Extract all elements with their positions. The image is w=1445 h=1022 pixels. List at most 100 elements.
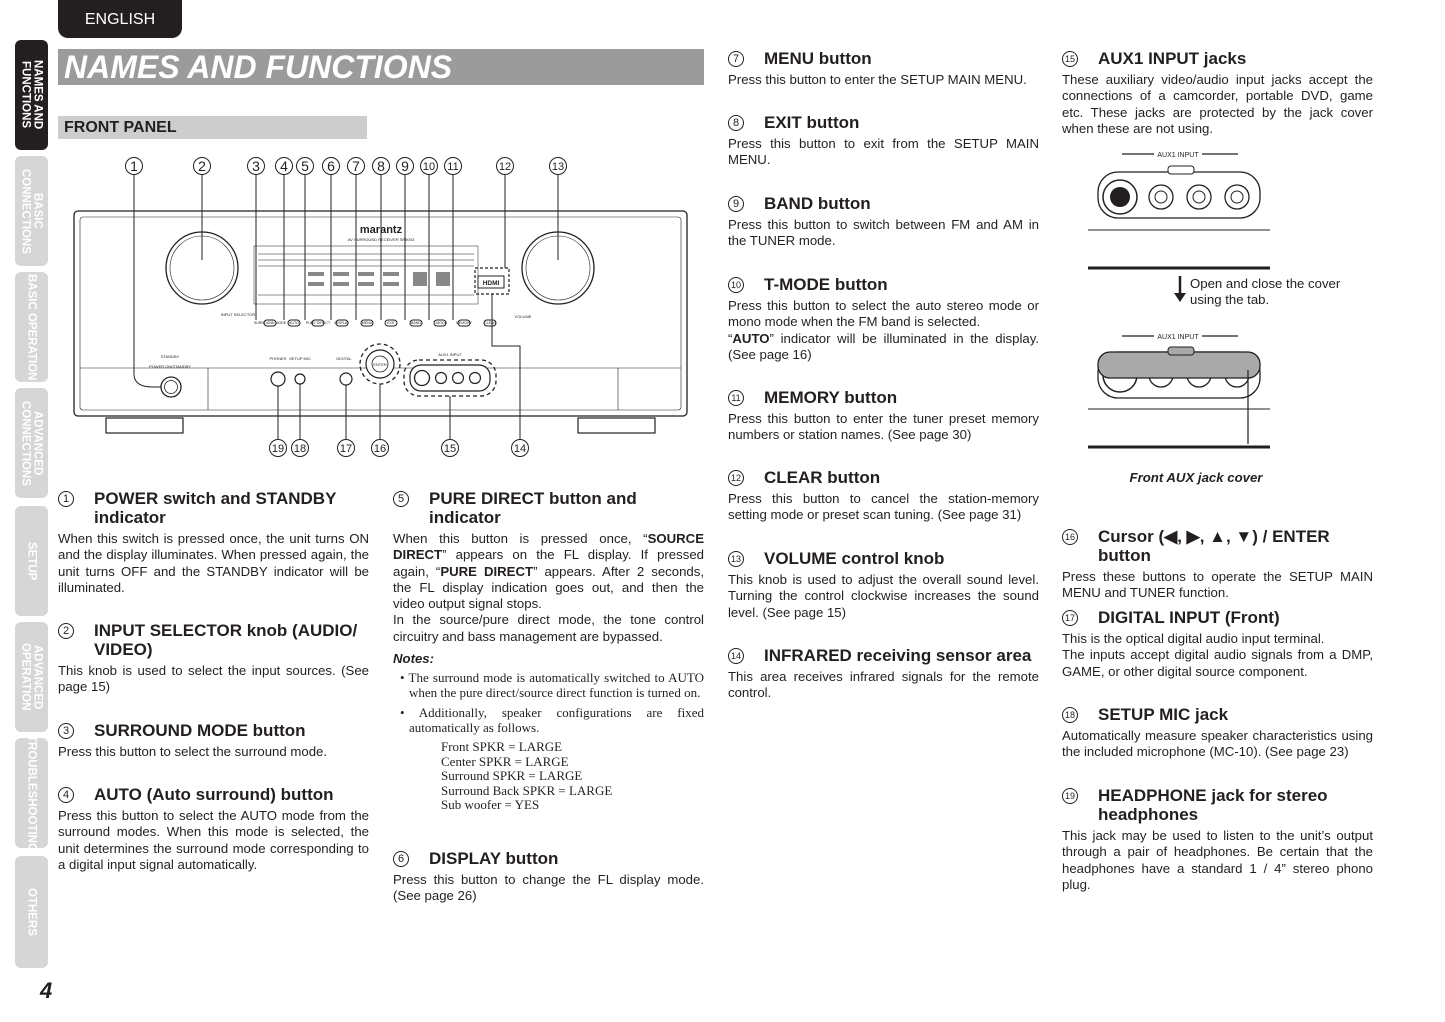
- item-body: Press these buttons to operate the SETUP…: [1062, 569, 1373, 601]
- svg-text:AUTO: AUTO: [289, 321, 299, 325]
- tab-basic-connections[interactable]: BASIC CONNECTIONS: [15, 156, 48, 266]
- callout-2: 2: [193, 157, 211, 175]
- item-body: Press this button to switch between FM a…: [728, 217, 1039, 249]
- item-memory-button: 11 MEMORY button Press this button to en…: [728, 388, 1039, 444]
- item-body: Press this button to select the auto ste…: [728, 298, 1039, 330]
- page-title-bar: NAMES AND FUNCTIONS: [58, 49, 704, 85]
- item-body: Press this button to exit from the SETUP…: [728, 136, 1039, 168]
- item-title: PURE DIRECT button and indicator: [429, 489, 637, 527]
- tab-label: ADVANCED CONNECTIONS: [19, 400, 44, 486]
- language-tab: ENGLISH: [58, 0, 182, 38]
- svg-text:5: 5: [301, 158, 309, 174]
- item-cursor-enter: 16 Cursor (◀, ▶, ▲, ▼) / ENTER button Pr…: [1062, 527, 1373, 602]
- item-power-switch: 1 POWER switch and STANDBY indicator Whe…: [58, 489, 369, 596]
- item-title: SETUP MIC jack: [1098, 705, 1229, 724]
- item-number: 9: [728, 196, 744, 212]
- setup-mic-jack: [294, 373, 306, 385]
- item-input-selector: 2 INPUT SELECTOR knob (AUDIO/ VIDEO) Thi…: [58, 621, 369, 696]
- item-number: 17: [1062, 610, 1078, 626]
- callout-5: 5: [296, 157, 314, 175]
- item-number: 2: [58, 623, 74, 639]
- item-body-2: “AUTO” indicator will be illuminated in …: [728, 330, 1039, 362]
- item-t-mode-button: 10 T-MODE button Press this button to se…: [728, 275, 1039, 363]
- item-body: This is the optical digital audio input …: [1062, 631, 1325, 646]
- svg-text:AUX1 INPUT: AUX1 INPUT: [438, 352, 462, 357]
- svg-text:4: 4: [280, 158, 288, 174]
- svg-text:VOLUME: VOLUME: [515, 314, 532, 319]
- foot-left: [105, 417, 184, 434]
- power-button: [160, 376, 182, 398]
- item-title: SURROUND MODE button: [94, 721, 306, 740]
- svg-text:CLEAR: CLEAR: [484, 321, 496, 325]
- foot-right: [577, 417, 656, 434]
- tab-advanced-operation[interactable]: ADVANCED OPERATION: [15, 622, 48, 732]
- svg-text:9: 9: [401, 158, 409, 174]
- item-number: 15: [1062, 51, 1078, 67]
- tab-troubleshooting[interactable]: TROUBLESHOOTING: [15, 735, 48, 851]
- tab-setup[interactable]: SETUP: [15, 506, 48, 616]
- svg-text:7: 7: [352, 158, 360, 174]
- item-volume-knob: 13 VOLUME control knob This knob is used…: [728, 549, 1039, 621]
- item-title: INFRARED receiving sensor area: [764, 646, 1032, 665]
- svg-text:POWER ON/STANDBY: POWER ON/STANDBY: [149, 364, 191, 369]
- svg-text:12: 12: [499, 161, 511, 173]
- aux-input-outline: [403, 359, 497, 397]
- item-body: This jack may be used to listen to the u…: [1062, 828, 1373, 892]
- tab-advanced-connections[interactable]: ADVANCED CONNECTIONS: [15, 388, 48, 498]
- item-band-button: 9 BAND button Press this button to switc…: [728, 194, 1039, 250]
- note-1: • The surround mode is automatically swi…: [400, 670, 704, 701]
- svg-text:3: 3: [252, 158, 260, 174]
- aux-cover-figure: AUX1 INPUT AUX1 INPUT: [1088, 152, 1270, 449]
- item-body: This area receives infrared signals for …: [728, 669, 1039, 701]
- callout-7: 7: [347, 157, 365, 175]
- item-number: 18: [1062, 707, 1078, 723]
- item-title: T-MODE button: [764, 275, 888, 294]
- svg-text:STANDBY: STANDBY: [161, 354, 180, 359]
- callout-6: 6: [322, 157, 340, 175]
- item-aux1-input: 15 AUX1 INPUT jacks These auxiliary vide…: [1062, 49, 1373, 137]
- svg-text:19: 19: [272, 443, 284, 455]
- item-number: 4: [58, 787, 74, 803]
- tab-basic-operation[interactable]: BASIC OPERATION: [15, 272, 48, 382]
- svg-text:AUX1 INPUT: AUX1 INPUT: [1157, 152, 1199, 159]
- item-title: MENU button: [764, 49, 872, 68]
- tab-names-and-functions[interactable]: NAMES AND FUNCTIONS: [15, 40, 48, 150]
- section-title-bar: FRONT PANEL: [58, 116, 367, 139]
- cover-instruction: Open and close the cover using the tab.: [1190, 276, 1341, 307]
- item-title: EXIT button: [764, 113, 860, 132]
- item-number: 16: [1062, 529, 1078, 545]
- svg-text:T-MODE: T-MODE: [433, 321, 448, 325]
- svg-text:8: 8: [377, 158, 385, 174]
- svg-text:ENTER: ENTER: [373, 362, 387, 367]
- item-title: MEMORY button: [764, 388, 898, 407]
- aux-input-panel: [409, 364, 491, 392]
- jack-cover: [1097, 351, 1261, 379]
- item-display-button: 6 DISPLAY button Press this button to ch…: [393, 849, 704, 905]
- item-title: DIGITAL INPUT (Front): [1098, 608, 1280, 627]
- item-exit-button: 8 EXIT button Press this button to exit …: [728, 113, 1039, 169]
- item-body-2: The inputs accept digital audio signals …: [1062, 647, 1373, 679]
- front-panel-diagram: 1 2 3 4 5 6 7 8 9 10 11 12 13 marantz AV…: [73, 157, 688, 457]
- page-title: NAMES AND FUNCTIONS: [64, 49, 453, 85]
- item-body: When this button is pressed once, “SOURC…: [393, 531, 705, 612]
- item-title: Cursor (◀, ▶, ▲, ▼) / ENTER button: [1098, 527, 1330, 565]
- callout-12: 12: [496, 157, 514, 175]
- callout-13: 13: [549, 157, 567, 175]
- svg-text:14: 14: [514, 443, 526, 455]
- tab-label: ADVANCED OPERATION: [19, 643, 44, 711]
- svg-text:DISPLAY: DISPLAY: [335, 321, 351, 325]
- svg-text:EXIT: EXIT: [387, 321, 396, 325]
- tab-label: SETUP: [25, 541, 38, 581]
- svg-text:BAND: BAND: [411, 321, 421, 325]
- tab-others[interactable]: OTHERS: [15, 856, 48, 968]
- svg-text:DIGITAL: DIGITAL: [336, 356, 352, 361]
- item-body: Automatically measure speaker characteri…: [1062, 728, 1373, 760]
- item-number: 10: [728, 277, 744, 293]
- item-body: This knob is used to select the input so…: [58, 663, 369, 695]
- bottom-callouts: 19 18 17 16 15 14: [269, 439, 529, 457]
- item-title: POWER switch and STANDBY indicator: [94, 489, 337, 527]
- callout-19: 19: [269, 439, 287, 457]
- figure-caption: Front AUX jack cover: [1129, 470, 1263, 485]
- svg-text:13: 13: [552, 161, 564, 173]
- svg-text:PHONES: PHONES: [270, 356, 287, 361]
